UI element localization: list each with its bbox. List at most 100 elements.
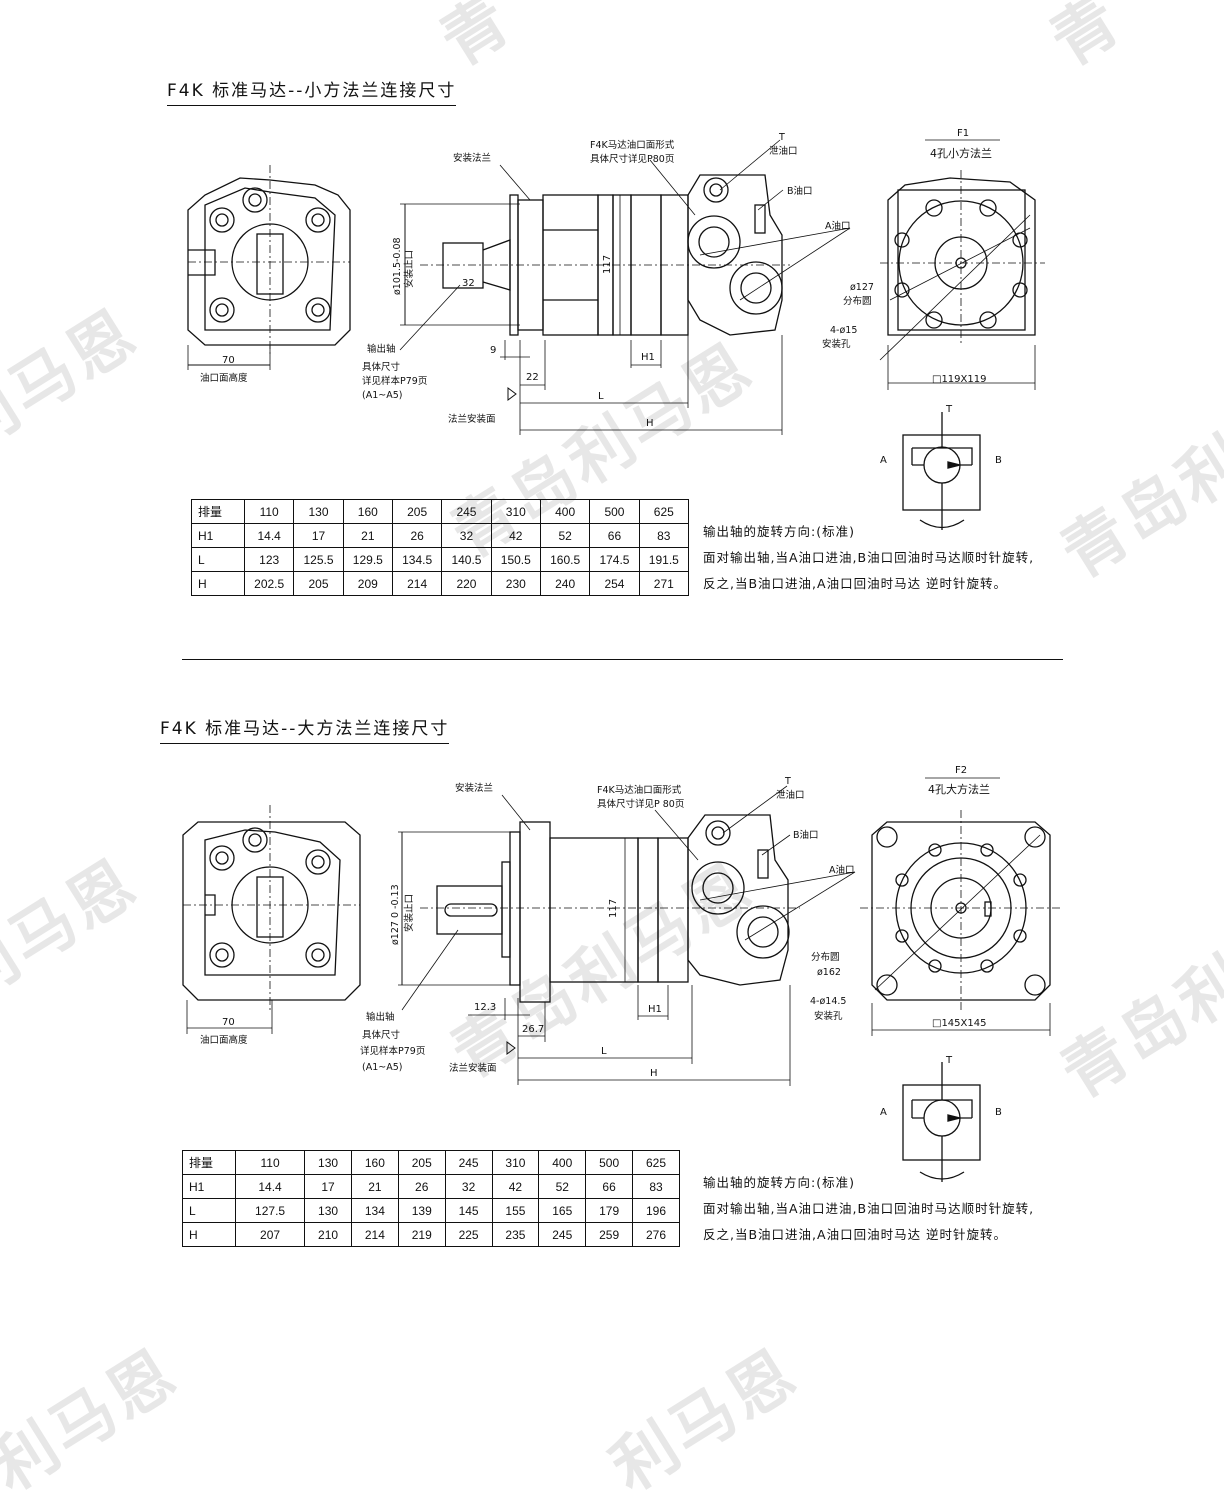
table-cell: H1 (191, 523, 245, 548)
sym-t: T (945, 404, 953, 415)
label-shaft: 输出轴 (366, 1011, 395, 1023)
table-cell: 400 (538, 1150, 587, 1175)
table-cell: 500 (589, 499, 640, 524)
table-row: 排量 110 130 160 205 245 310 400 500 625 (191, 499, 690, 524)
table-cell: 202.5 (243, 571, 295, 596)
table-cell: 259 (585, 1222, 634, 1247)
sym-a: A (880, 455, 887, 466)
table-cell: 145 (444, 1198, 493, 1223)
label-b-port: B油口 (793, 829, 819, 841)
table-cell: 196 (632, 1198, 680, 1223)
sym-b: B (995, 455, 1002, 466)
rotation-note: 输出轴的旋转方向:(标准) 面对输出轴,当A油口进油,B油口回油时马达顺时针旋转… (703, 519, 1034, 597)
label-mount-flange: 安装法兰 (455, 782, 493, 794)
side-view (398, 814, 856, 1003)
table-cell: 134.5 (391, 547, 443, 572)
label-mount-hole: 安装孔 (822, 338, 851, 350)
label-port-form: F4K马达油口面形式 (597, 784, 682, 796)
table-cell: H1 (182, 1174, 236, 1199)
table-cell: 排量 (182, 1150, 236, 1175)
label-pitch-dia: ø162 (817, 967, 841, 978)
table-cell: 32 (444, 1174, 493, 1199)
label-shaft-spec: 具体尺寸 (362, 361, 401, 373)
table-cell: 125.5 (293, 547, 344, 572)
label-flange-code: F1 (957, 128, 969, 139)
table-cell: 83 (638, 523, 690, 548)
table-cell: 26 (397, 1174, 446, 1199)
table-cell: 310 (491, 1150, 540, 1175)
table-cell: 66 (589, 523, 640, 548)
label-pilot-dia: ø101.5-0.08 (392, 237, 403, 295)
table-cell: 83 (632, 1174, 680, 1199)
label-pilot: 安装止口 (403, 894, 415, 932)
section-title: F4K 标准马达--大方法兰连接尺寸 (160, 714, 450, 744)
label-port-form-detail: 具体尺寸详见P 80页 (597, 798, 684, 810)
table-cell: 130 (304, 1150, 352, 1175)
note-line: 反之,当B油口进油,A油口回油时马达 逆时针旋转。 (703, 576, 1008, 591)
table-cell: 130 (304, 1198, 352, 1223)
table-row: 排量 110 130 160 205 245 310 400 500 625 (182, 1150, 680, 1175)
table-cell: 214 (350, 1222, 399, 1247)
table-cell: 179 (585, 1198, 634, 1223)
table-cell: 110 (234, 1150, 306, 1175)
label-square: □119X119 (932, 374, 986, 385)
table-cell: 235 (491, 1222, 540, 1247)
note-line: 输出轴的旋转方向:(标准) (703, 1175, 855, 1190)
section-title: F4K 标准马达--小方法兰连接尺寸 (167, 76, 457, 106)
port-face-view (182, 805, 361, 1010)
table-cell: 245 (444, 1150, 493, 1175)
dim-l: L (601, 1046, 607, 1057)
dim-22: 22 (526, 372, 539, 383)
table-row: H1 14.4 17 21 26 32 42 52 66 83 (182, 1174, 680, 1199)
label-mount-hole: 安装孔 (814, 1010, 843, 1022)
table-cell: 14.4 (243, 523, 295, 548)
flange-f1-view (879, 139, 1045, 361)
table-cell: 225 (444, 1222, 493, 1247)
table-cell: 230 (490, 571, 541, 596)
label-port-height: 油口面高度 (200, 372, 248, 384)
dim-l: L (598, 391, 604, 402)
label-port-form: F4K马达油口面形式 (590, 139, 675, 151)
label-holes: 4-ø14.5 (810, 996, 846, 1007)
table-cell: 254 (589, 571, 640, 596)
label-pilot: 安装止口 (403, 250, 415, 288)
table-cell: 625 (632, 1150, 680, 1175)
note-line: 输出轴的旋转方向:(标准) (703, 524, 855, 539)
hydraulic-symbol (902, 412, 981, 530)
table-cell: 42 (491, 1174, 540, 1199)
label-pitch-dia: ø127 (850, 282, 874, 293)
table-cell: 271 (638, 571, 690, 596)
label-pilot-dia: ø127 0 -0.13 (390, 884, 401, 945)
label-flange-name: 4孔小方法兰 (930, 146, 992, 160)
dim-32: 32 (462, 278, 475, 289)
table-row: H 207 210 214 219 225 235 245 259 276 (182, 1222, 680, 1247)
table-cell: 210 (304, 1222, 352, 1247)
sym-b: B (995, 1107, 1002, 1118)
section-divider (182, 659, 1063, 660)
table-cell: 240 (539, 571, 591, 596)
table-row: H 202.5 205 209 214 220 230 240 254 271 (191, 571, 690, 596)
table-cell: 66 (585, 1174, 634, 1199)
dim-h1: H1 (648, 1004, 662, 1015)
dim-12-3: 12.3 (474, 1002, 496, 1013)
port-face-view (187, 165, 351, 355)
section-1-drawing: 安装法兰 F4K马达油口面形式 具体尺寸详见P80页 T 泄油口 B油口 A油口… (187, 128, 1045, 530)
label-port-form-detail: 具体尺寸详见P80页 (590, 153, 674, 165)
label-t: T (778, 132, 785, 143)
label-shaft-spec: (A1~A5) (362, 1062, 402, 1073)
label-t: T (784, 776, 791, 787)
sym-t: T (945, 1055, 953, 1066)
label-a-port: A油口 (825, 220, 851, 232)
dim-70: 70 (222, 355, 235, 366)
table-cell: 214 (391, 571, 443, 596)
table-cell: 205 (293, 571, 344, 596)
table-cell: 310 (490, 499, 541, 524)
label-pitch-circle: 分布圆 (843, 295, 872, 307)
table-cell: 191.5 (638, 547, 690, 572)
note-line: 面对输出轴,当A油口进油,B油口回油时马达顺时针旋转, (703, 1201, 1035, 1216)
flange-f2-view (860, 777, 1060, 1010)
table-cell: 165 (538, 1198, 587, 1223)
table-cell: H (182, 1222, 236, 1247)
table-cell: 220 (441, 571, 492, 596)
spec-table: 排量 110 130 160 205 245 310 400 500 625 H… (182, 1150, 680, 1247)
